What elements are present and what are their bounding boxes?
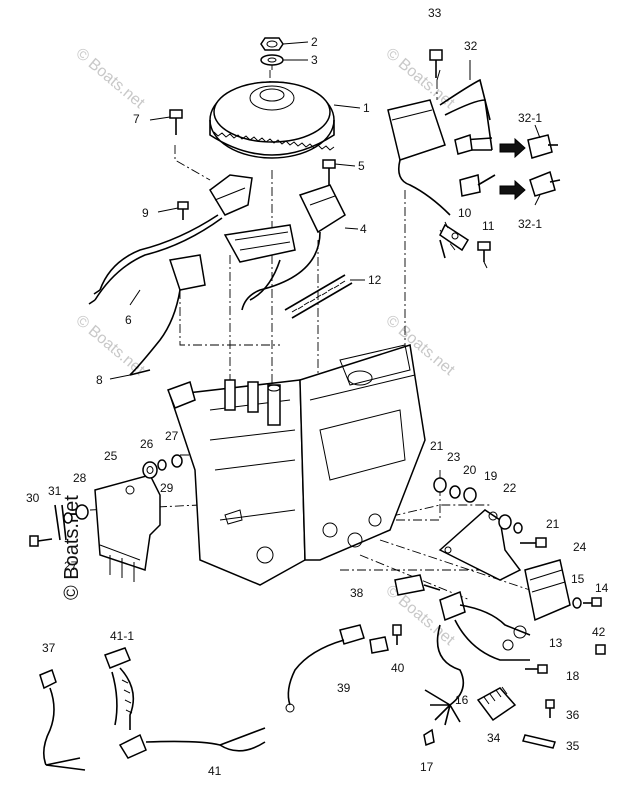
clip-coil	[129, 254, 206, 376]
label-36: 36	[566, 708, 580, 722]
ignition-coil	[387, 78, 496, 216]
bracket-25	[94, 474, 161, 582]
watermark-mid-left: © Boats.net	[72, 312, 148, 379]
tube-34	[476, 686, 517, 722]
label-27-bottom: 27	[64, 559, 78, 573]
label-23: 23	[447, 450, 461, 464]
grommets-right	[433, 477, 523, 534]
label-35: 35	[566, 739, 580, 753]
ground-terminal	[439, 223, 470, 259]
grommet-26	[142, 461, 158, 479]
screw-42	[595, 644, 606, 655]
label-32-1-top: 32-1	[518, 111, 542, 125]
bracket-19	[438, 509, 522, 581]
label-31: 31	[48, 484, 62, 498]
flywheel	[209, 81, 335, 159]
lead-39	[285, 624, 389, 713]
label-41: 41	[208, 764, 222, 778]
screw-33	[429, 49, 443, 78]
label-12: 12	[368, 273, 382, 287]
label-26: 26	[140, 437, 154, 451]
washer-27b	[63, 512, 73, 524]
label-24: 24	[573, 540, 587, 554]
label-6: 6	[125, 313, 132, 327]
engine-block	[167, 344, 426, 586]
label-22: 22	[503, 481, 517, 495]
screw-7	[169, 109, 183, 135]
label-41-1: 41-1	[110, 629, 134, 643]
label-9: 9	[142, 206, 149, 220]
label-10: 10	[458, 206, 472, 220]
lead-41-1	[104, 647, 135, 730]
label-20: 20	[463, 463, 477, 477]
arrows-32-1	[499, 137, 526, 201]
flywheel-washer	[260, 54, 284, 66]
label-11: 11	[482, 219, 495, 233]
screw-9	[177, 201, 189, 220]
clamp-31	[54, 504, 67, 541]
label-30: 30	[26, 491, 40, 505]
label-37: 37	[42, 641, 56, 655]
label-5: 5	[358, 159, 365, 173]
charge-coil	[223, 224, 296, 301]
label-18: 18	[566, 669, 580, 683]
label-17: 17	[420, 760, 434, 774]
label-8: 8	[96, 373, 103, 387]
screw-18	[525, 664, 548, 674]
wiring-harness	[424, 590, 531, 726]
label-15: 15	[571, 572, 585, 586]
label-38: 38	[350, 586, 364, 600]
label-34: 34	[487, 731, 501, 745]
washer-15	[572, 597, 582, 609]
label-19: 19	[484, 469, 498, 483]
screw-5	[322, 159, 336, 185]
label-28: 28	[73, 471, 87, 485]
label-21-top: 21	[430, 439, 444, 453]
label-13: 13	[549, 636, 563, 650]
label-3: 3	[311, 53, 318, 67]
screw-30	[29, 535, 53, 547]
terminal-17	[423, 728, 435, 747]
label-40: 40	[391, 661, 405, 675]
watermark-top-left: © Boats.net	[72, 45, 148, 112]
label-33: 33	[428, 6, 442, 20]
label-39: 39	[337, 681, 351, 695]
cdi-unit	[524, 559, 571, 622]
tie-35	[522, 734, 556, 749]
spark-plug-caps	[527, 134, 561, 197]
lead-41	[118, 727, 266, 759]
connector-38	[394, 574, 441, 596]
flywheel-nut	[260, 37, 284, 51]
leader-lines	[109, 41, 541, 380]
grommet-28	[75, 504, 89, 520]
label-29: 29	[160, 481, 174, 495]
collar-29	[157, 459, 167, 471]
label-32-1-bottom: 32-1	[518, 217, 542, 231]
label-25: 25	[104, 449, 118, 463]
label-4: 4	[360, 222, 367, 236]
label-1: 1	[363, 101, 370, 115]
label-27-top: 27	[165, 429, 179, 443]
label-42: 42	[592, 625, 606, 639]
pulser-coil-right	[241, 184, 346, 311]
lead-37	[39, 668, 86, 771]
label-14: 14	[595, 581, 609, 595]
washer-27a	[171, 454, 183, 468]
screw-11	[477, 241, 491, 262]
screw-24	[520, 537, 547, 548]
screw-14	[583, 597, 602, 607]
label-2: 2	[311, 35, 318, 49]
label-16: 16	[455, 693, 469, 707]
bolt-36	[545, 699, 555, 718]
pulser-coil-left	[88, 174, 253, 305]
protector-tube	[284, 274, 353, 319]
label-7: 7	[133, 112, 140, 126]
label-21-right: 21	[546, 517, 560, 531]
part-labels: 2 3 1 5 7 9 4 12 6 8 33 32 32-1 32-1 10 …	[26, 6, 609, 778]
connector-40	[392, 624, 402, 645]
label-32: 32	[464, 39, 478, 53]
